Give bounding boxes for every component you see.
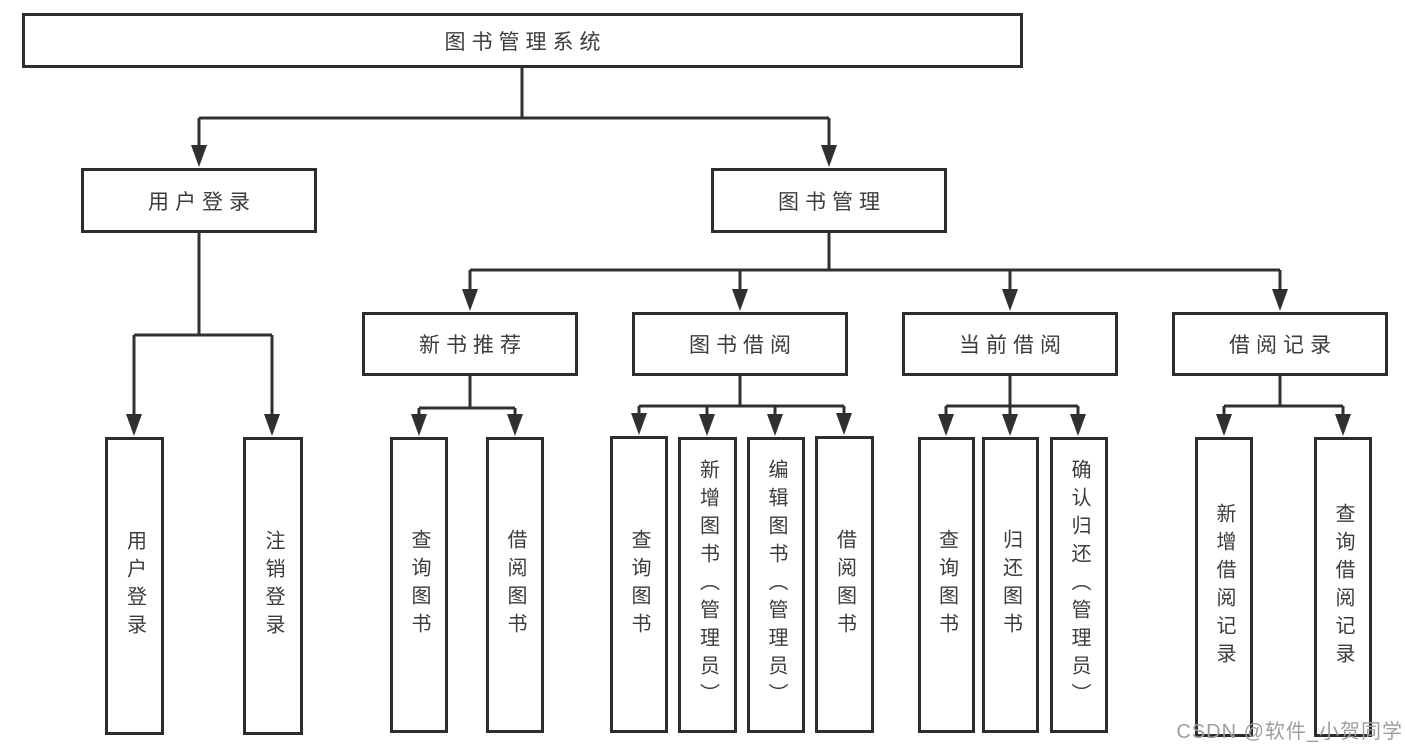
node-leaf-add-book: 新增图书（管理员） [678,437,737,733]
node-leaf-query-book-3-label: 查询图书 [935,529,958,641]
node-leaf-add-record-label: 新增借阅记录 [1213,503,1235,671]
node-book-borrow: 图书借阅 [632,312,848,376]
node-new-book-rec: 新书推荐 [362,312,578,376]
node-root: 图书管理系统 [22,13,1023,68]
node-book-mgmt-label: 图书管理 [778,190,886,214]
node-user-login-label: 用户登录 [148,190,256,214]
node-leaf-edit-book-label: 编辑图书（管理员） [765,459,787,711]
arrowheads [126,145,1351,436]
node-leaf-return-book: 归还图书 [982,437,1039,733]
csdn-watermark: CSDN @软件_小贺同学 [1176,721,1403,743]
node-book-mgmt: 图书管理 [711,168,947,233]
node-root-label: 图书管理系统 [444,30,607,54]
node-leaf-query-book-1: 查询图书 [390,437,448,733]
node-leaf-user-login: 用户登录 [105,437,164,735]
node-leaf-borrow-book-1-label: 借阅图书 [504,529,526,641]
node-current-borrow: 当前借阅 [902,312,1118,376]
node-new-book-rec-label: 新书推荐 [419,334,527,357]
node-leaf-logout: 注销登录 [243,437,303,735]
node-leaf-logout-label: 注销登录 [262,530,284,642]
node-borrow-records-label: 借阅记录 [1229,334,1337,357]
node-borrow-records: 借阅记录 [1172,312,1388,376]
node-leaf-confirm-return-label: 确认归还（管理员） [1068,459,1090,711]
node-leaf-borrow-book-1: 借阅图书 [486,437,544,733]
node-current-borrow-label: 当前借阅 [959,334,1067,357]
node-leaf-borrow-book-2: 借阅图书 [815,436,874,733]
node-leaf-query-record: 查询借阅记录 [1314,437,1372,737]
node-leaf-edit-book: 编辑图书（管理员） [747,437,805,733]
node-book-borrow-label: 图书借阅 [689,334,797,357]
node-leaf-query-book-2: 查询图书 [610,436,668,733]
node-leaf-borrow-book-2-label: 借阅图书 [833,528,856,641]
node-leaf-add-book-label: 新增图书（管理员） [696,459,719,711]
node-leaf-query-record-label: 查询借阅记录 [1332,503,1354,671]
node-leaf-query-book-2-label: 查询图书 [628,528,650,641]
node-leaf-query-book-1-label: 查询图书 [408,529,430,641]
node-leaf-confirm-return: 确认归还（管理员） [1050,437,1108,733]
node-leaf-return-book-label: 归还图书 [999,529,1022,641]
node-leaf-query-book-3: 查询图书 [918,437,975,733]
node-user-login: 用户登录 [81,168,317,233]
node-leaf-add-record: 新增借阅记录 [1195,437,1253,737]
node-leaf-user-login-label: 用户登录 [123,530,146,642]
